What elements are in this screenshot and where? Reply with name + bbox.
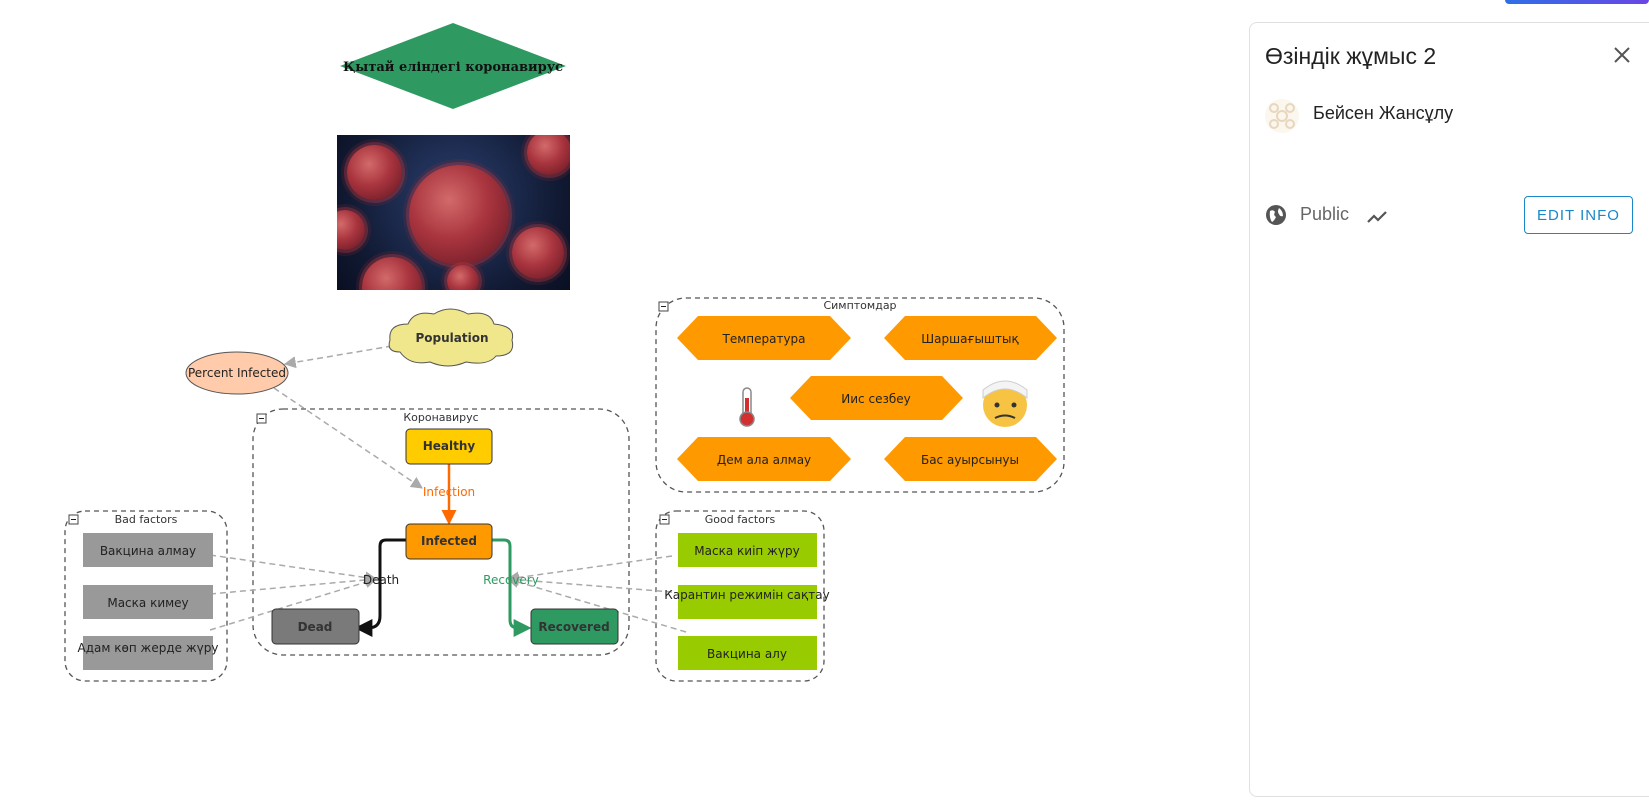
author-name[interactable]: Бейсен Жансұлу	[1313, 103, 1454, 123]
percent-infected-node[interactable]: Percent Infected	[185, 351, 289, 395]
flow-label-death: Death	[363, 573, 399, 587]
virion-shape	[337, 210, 365, 250]
good-factor-label: Карантин режимін сақтау	[664, 588, 829, 602]
infected-label: Infected	[421, 534, 477, 548]
top-accent-bar	[1505, 0, 1649, 4]
population-node[interactable]: Population	[388, 308, 514, 367]
percent-infected-label: Percent Infected	[188, 366, 286, 380]
symptom-fatigue[interactable]: Шаршағыштық	[884, 316, 1057, 360]
info-side-panel: Өзіндік жұмыс 2 Бейсен Жансұлу Public ED…	[1249, 22, 1649, 797]
trending-icon[interactable]	[1365, 205, 1389, 229]
flow-infection[interactable]: Infection	[423, 462, 475, 525]
title-diamond[interactable]: Қытай еліндегі коронавирус	[340, 23, 566, 109]
symptom-anosmia-label: Иис сезбеу	[841, 392, 910, 406]
recovered-label: Recovered	[538, 620, 609, 634]
symptom-headache[interactable]: Бас ауырсынуы	[884, 437, 1057, 481]
bad-factor-item[interactable]: Маска кимеу	[83, 585, 213, 619]
diagram-title: Қытай еліндегі коронавирус	[343, 60, 563, 75]
symptom-fatigue-label: Шаршағыштық	[921, 332, 1019, 346]
face-with-head-bandage-icon	[982, 380, 1028, 427]
symptom-breathing[interactable]: Дем ала алмау	[677, 437, 851, 481]
group-coronavirus[interactable]: Коронавирус	[252, 408, 630, 656]
recovered-stock[interactable]: Recovered	[530, 608, 619, 645]
panel-title: Өзіндік жұмыс 2	[1265, 43, 1437, 69]
visibility-label: Public	[1300, 204, 1350, 224]
virion-shape	[409, 165, 509, 265]
flow-label-infection: Infection	[423, 485, 475, 499]
globe-icon	[1266, 205, 1286, 225]
thermometer-icon	[739, 387, 755, 427]
bad-factor-item[interactable]: Вакцина алмау	[83, 533, 213, 567]
flow-label-recovery: Recovery	[483, 573, 539, 587]
flow-death[interactable]: Death	[354, 538, 406, 637]
group-label-good-factors: Good factors	[705, 513, 776, 526]
good-factor-label: Вакцина алу	[707, 647, 787, 661]
good-factor-item[interactable]: Маска киіп жүру	[678, 533, 817, 567]
group-symptoms[interactable]: Симптомдар	[655, 297, 1065, 493]
coronavirus-image[interactable]	[337, 135, 570, 290]
good-factor-item[interactable]: Карантин режимін сақтау	[664, 585, 830, 619]
dead-stock[interactable]: Dead	[271, 608, 360, 645]
symptom-temperature-label: Температура	[721, 332, 805, 346]
population-label: Population	[415, 331, 488, 345]
good-factor-label: Маска киіп жүру	[694, 544, 799, 558]
virion-shape	[527, 135, 570, 175]
group-label-coronavirus: Коронавирус	[403, 411, 478, 424]
healthy-label: Healthy	[423, 439, 476, 453]
symptom-breathing-label: Дем ала алмау	[717, 453, 811, 467]
diagram-svg: Қытай еліндегі коронавирус Симптомдар Ко…	[64, 23, 1065, 682]
bad-factor-label: Маска кимеу	[107, 596, 188, 610]
dead-label: Dead	[298, 620, 333, 634]
symptom-anosmia[interactable]: Иис сезбеу	[790, 376, 963, 420]
link-arrows	[209, 345, 687, 633]
edit-info-button[interactable]: EDIT INFO	[1524, 196, 1633, 234]
group-bad-factors[interactable]: Bad factors	[64, 510, 228, 682]
close-icon[interactable]	[1610, 43, 1634, 67]
good-factor-item[interactable]: Вакцина алу	[678, 636, 817, 670]
bad-factor-label: Адам көп жерде жүру	[78, 641, 219, 655]
avatar[interactable]	[1264, 98, 1300, 134]
infected-stock[interactable]: Infected	[405, 523, 493, 560]
virion-shape	[362, 257, 422, 290]
group-label-bad-factors: Bad factors	[115, 513, 178, 526]
virion-shape	[447, 265, 479, 290]
virion-shape	[347, 145, 402, 200]
group-label-symptoms: Симптомдар	[823, 299, 896, 312]
healthy-stock[interactable]: Healthy	[405, 428, 493, 465]
diagram-canvas[interactable]: Қытай еліндегі коронавирус Симптомдар Ко…	[0, 0, 1240, 802]
virion-shape	[512, 227, 564, 279]
symptom-temperature[interactable]: Температура	[677, 316, 851, 360]
flow-recovery[interactable]: Recovery	[483, 538, 539, 637]
group-good-factors[interactable]: Good factors	[655, 510, 825, 682]
bad-factor-item[interactable]: Адам көп жерде жүру	[78, 636, 219, 670]
symptom-headache-label: Бас ауырсынуы	[921, 453, 1019, 467]
bad-factor-label: Вакцина алмау	[100, 544, 196, 558]
